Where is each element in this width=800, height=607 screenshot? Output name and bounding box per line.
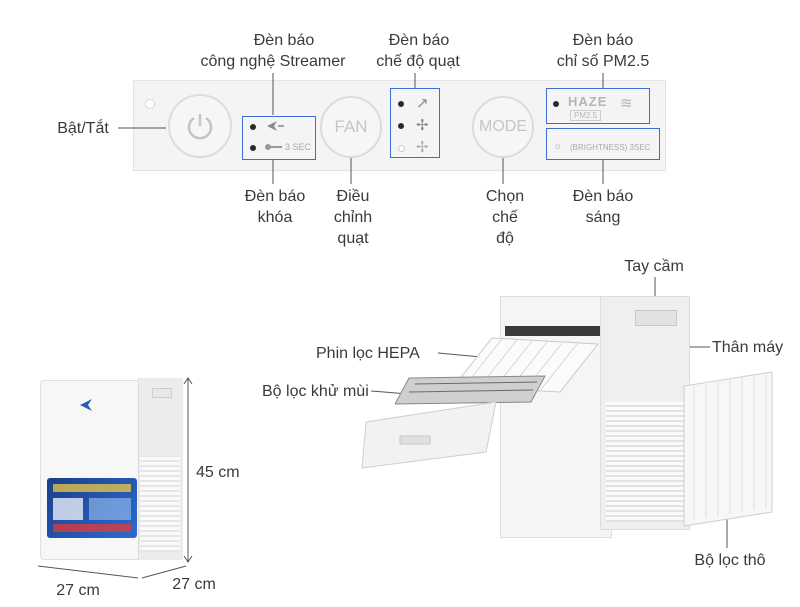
- label-lock-2: khóa: [257, 209, 293, 226]
- streamer-led: [250, 124, 256, 130]
- label-fanmode-1: Đèn báo: [388, 32, 450, 49]
- label-streamer-2: công nghệ Streamer: [200, 53, 346, 70]
- turbo-icon: ↗: [416, 95, 429, 112]
- deodorizing-filter: [395, 375, 546, 405]
- label-mode-3: độ: [496, 230, 514, 247]
- label-width: 27 cm: [56, 582, 100, 599]
- label-prefilter: Bộ lọc thô: [694, 552, 766, 569]
- sun-icon: ☼: [553, 141, 563, 152]
- label-light-1: Đèn báo: [572, 188, 634, 205]
- fan-button[interactable]: FAN: [320, 96, 382, 158]
- handle-slot: [635, 310, 677, 326]
- label-fanmode-2: chế độ quạt: [376, 53, 460, 70]
- label-handle: Tay cầm: [624, 258, 684, 275]
- pre-filter: [683, 371, 773, 527]
- lock-led: [250, 145, 256, 151]
- pm-text: PM2.5: [570, 110, 602, 121]
- label-hepa: Phin lọc HEPA: [316, 345, 420, 362]
- fan-mode-box: [390, 88, 440, 158]
- label-lock-1: Đèn báo: [244, 188, 306, 205]
- purifier-handle-slot: [152, 388, 172, 398]
- purifier-body: [500, 296, 612, 538]
- streamer-icon: [267, 121, 284, 131]
- haze-text: HAZE: [568, 94, 608, 109]
- label-pm25-1: Đèn báo: [572, 32, 634, 49]
- pm25-led: [553, 101, 559, 107]
- pm25-box: [546, 88, 650, 124]
- label-deodor: Bộ lọc khử mùi: [262, 383, 369, 400]
- daikin-logo-icon: [80, 399, 92, 411]
- label-body: Thân máy: [712, 339, 784, 356]
- mode-button[interactable]: MODE: [472, 96, 534, 158]
- label-height: 45 cm: [196, 464, 240, 481]
- label-fan-adjust-2: chỉnh: [333, 209, 373, 226]
- label-depth: 27 cm: [172, 576, 216, 593]
- streamer-lock-box: [242, 116, 316, 160]
- filter-slot: [505, 326, 600, 336]
- label-power: Bật/Tắt: [57, 120, 109, 137]
- fan-mode-led-1: [398, 101, 404, 107]
- lock-text: 3 SEC: [285, 142, 312, 152]
- power-button[interactable]: [168, 94, 232, 158]
- purifier-sticker: [47, 478, 137, 538]
- purifier-grille: [140, 456, 180, 552]
- label-pm25-2: chỉ số PM2.5: [556, 53, 650, 70]
- label-mode-1: Chọn: [485, 188, 525, 205]
- label-mode-2: chế: [492, 209, 518, 226]
- brightness-box: [546, 128, 660, 160]
- fan-mode-led-2: [398, 123, 404, 129]
- mode-button-label: MODE: [479, 118, 527, 135]
- key-icon: [265, 144, 282, 150]
- status-led: [145, 99, 155, 109]
- fan-button-label: FAN: [334, 117, 368, 136]
- fan-low-icon: ✢: [416, 139, 429, 156]
- label-light-2: sáng: [585, 209, 621, 226]
- front-tray: [361, 401, 497, 469]
- label-streamer-1: Đèn báo: [253, 32, 315, 49]
- label-fan-adjust-3: quạt: [337, 230, 369, 247]
- fan-icon: ✢: [416, 117, 429, 134]
- fan-mode-led-3: [398, 145, 405, 152]
- body-grille: [606, 402, 684, 522]
- haze-wave-icon: ≋: [620, 95, 633, 112]
- label-fan-adjust-1: Điều: [336, 188, 370, 205]
- power-icon: [187, 114, 213, 140]
- brightness-text: (BRIGHTNESS) 3SEC: [570, 143, 651, 152]
